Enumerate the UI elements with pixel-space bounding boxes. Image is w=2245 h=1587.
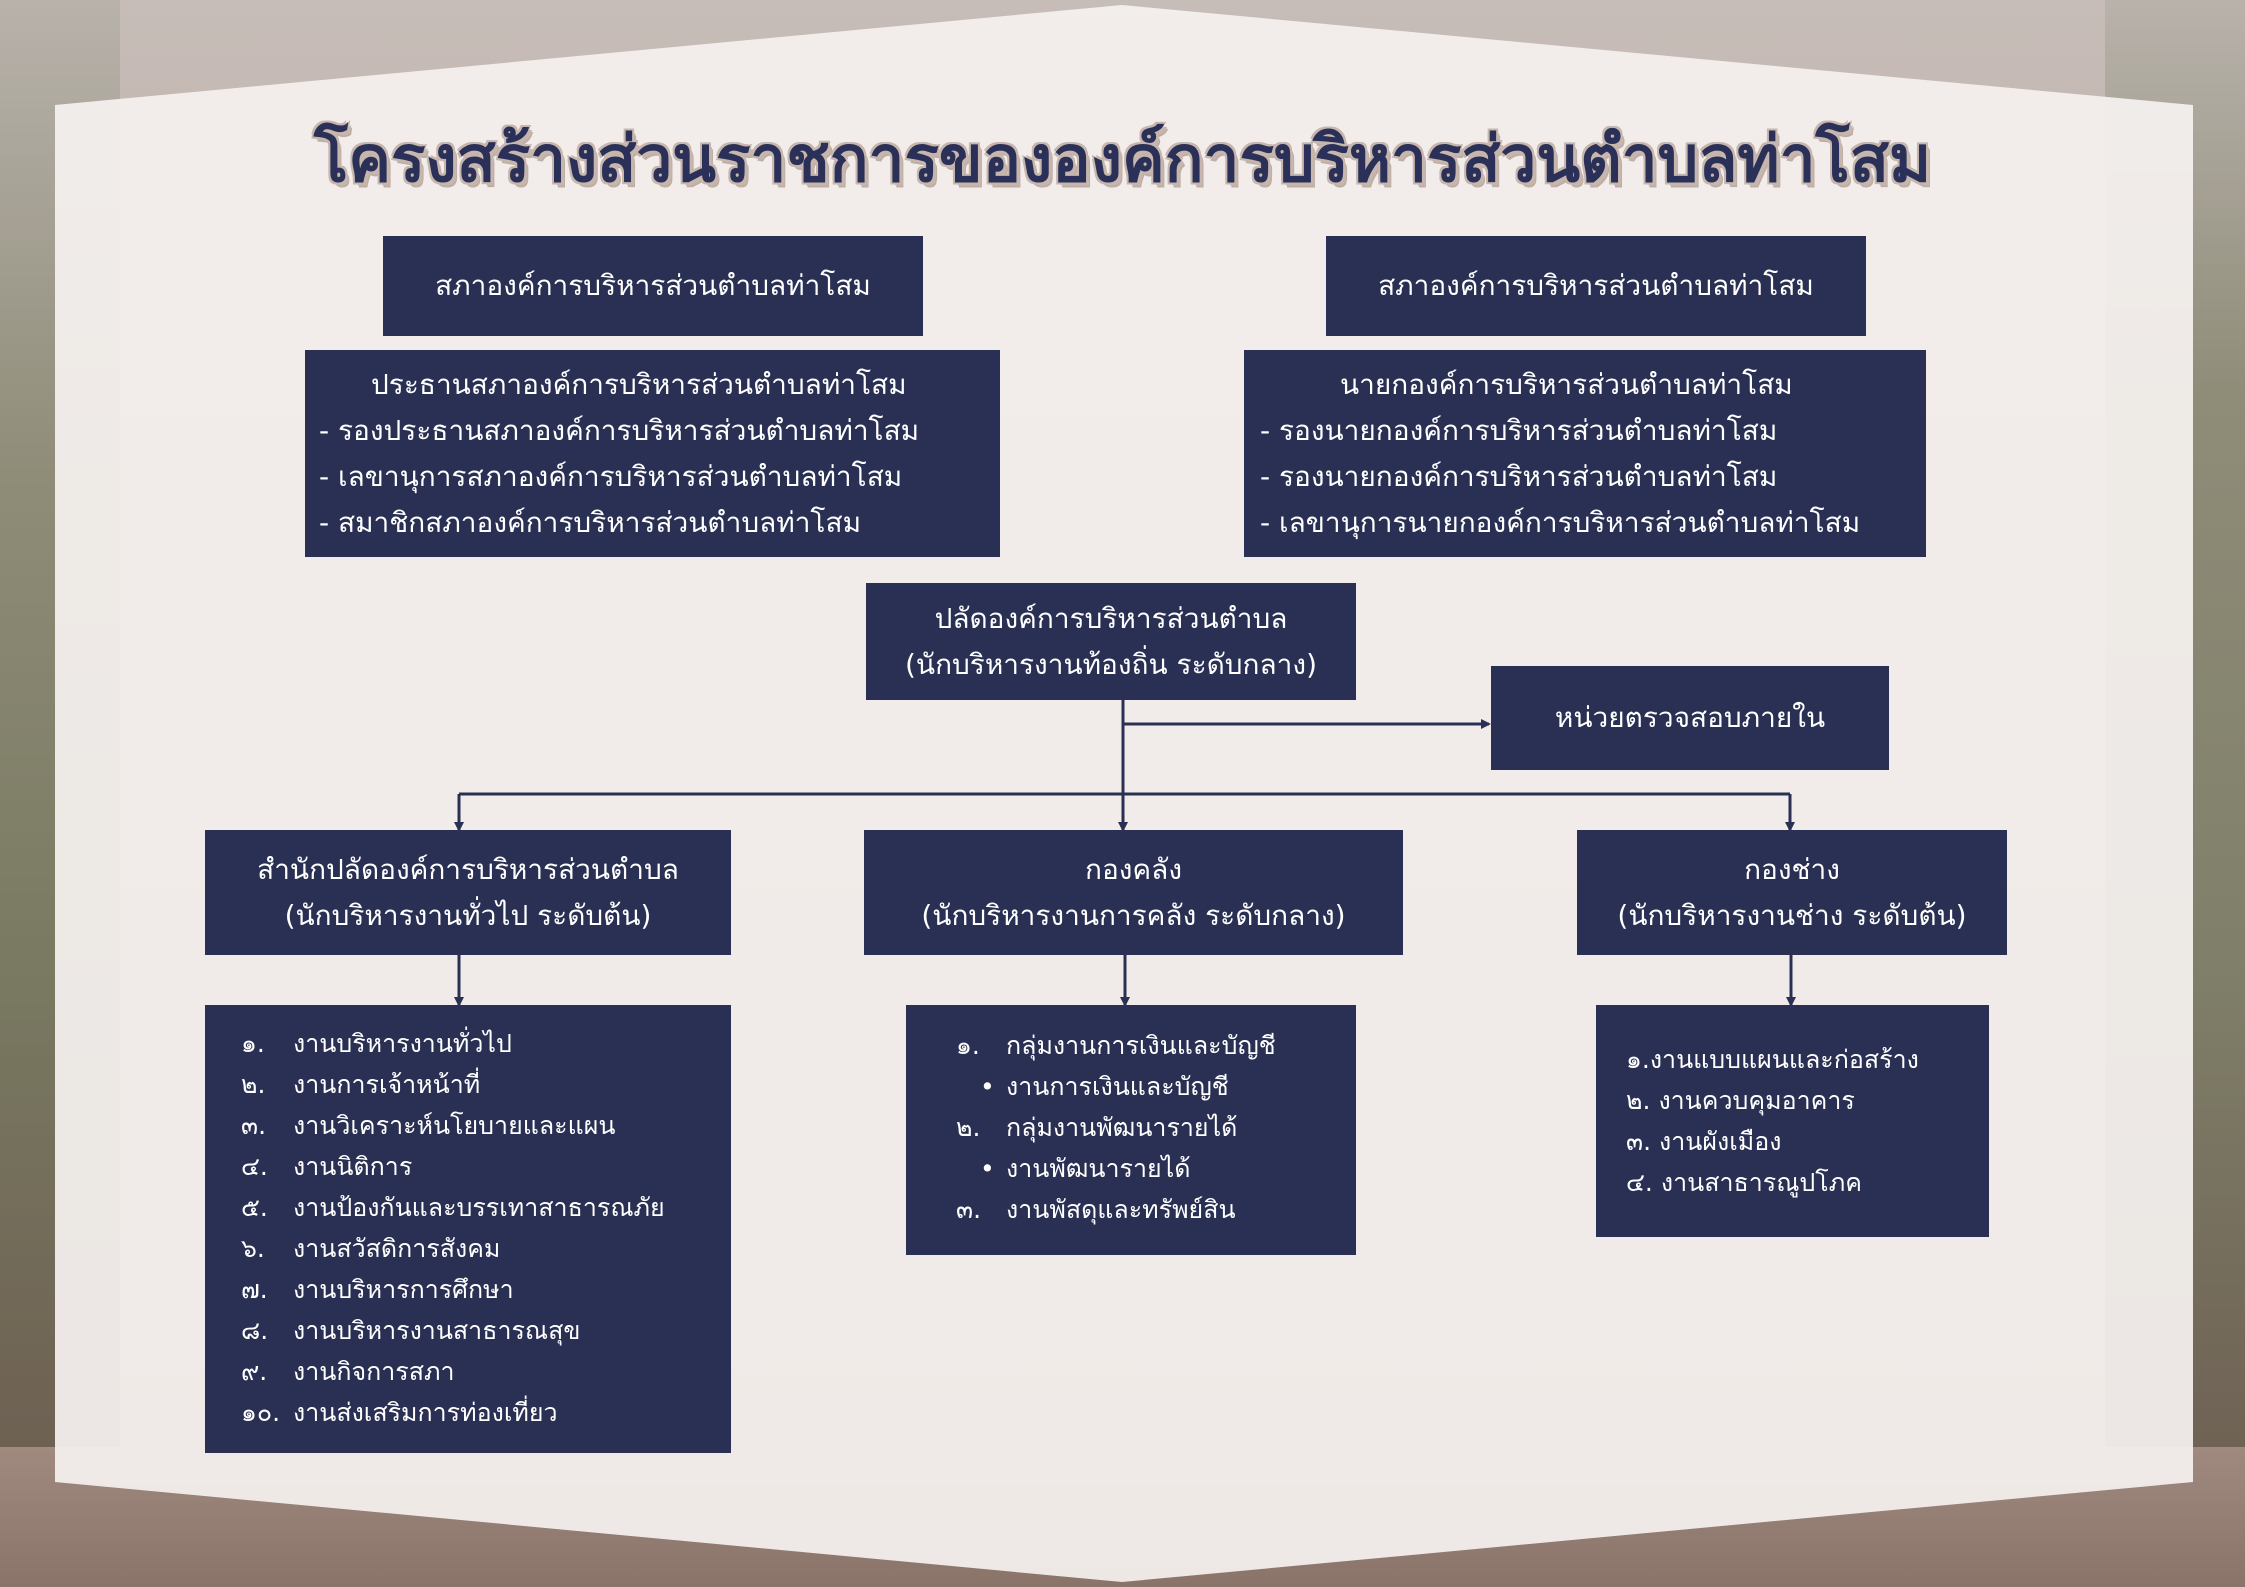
list-item: ๕.งานป้องกันและบรรเทาสาธารณภัย <box>241 1193 665 1222</box>
department-engineering-name: กองช่าง <box>1744 852 1840 886</box>
council-header-box: สภาองค์การบริหารส่วนตำบลท่าโสม <box>383 236 923 336</box>
page-title: โครงสร้างส่วนราชการขององค์การบริหารส่วนต… <box>313 123 1932 197</box>
executive-member-secretary: - เลขานุการนายกองค์การบริหารส่วนตำบลท่าโ… <box>1260 506 1861 539</box>
list-item: •งานการเงินและบัญชี <box>980 1072 1229 1101</box>
list-item: ๓.งานพัสดุและทรัพย์สิน <box>956 1195 1236 1224</box>
executive-header-label: สภาองค์การบริหารส่วนตำบลท่าโสม <box>1378 269 1814 302</box>
council-member-members: - สมาชิกสภาองค์การบริหารส่วนตำบลท่าโสม <box>319 506 862 539</box>
list-item: ๒.กลุ่มงานพัฒนารายได้ <box>956 1113 1238 1142</box>
department-finance-box: กองคลัง (นักบริหารงานการคลัง ระดับกลาง) <box>864 830 1403 955</box>
chief-title: ปลัดองค์การบริหารส่วนตำบล <box>934 601 1288 635</box>
list-item: ๒.งานการเจ้าหน้าที่ <box>241 1070 481 1099</box>
internal-audit-box: หน่วยตรวจสอบภายใน <box>1491 666 1889 770</box>
list-item: ๖.งานสวัสดิการสังคม <box>241 1234 501 1263</box>
list-item: •งานพัฒนารายได้ <box>980 1154 1191 1183</box>
department-finance-role: (นักบริหารงานการคลัง ระดับกลาง) <box>921 898 1346 932</box>
office-task-list: ๑.งานบริหารงานทั่วไป ๒.งานการเจ้าหน้าที่… <box>205 1005 731 1453</box>
chief-administrator-box: ปลัดองค์การบริหารส่วนตำบล (นักบริหารงานท… <box>866 583 1356 700</box>
executive-members-box: นายกองค์การบริหารส่วนตำบลท่าโสม - รองนาย… <box>1244 350 1926 557</box>
engineering-task-list: ๑.งานแบบแผนและก่อสร้าง ๒.งานควบคุมอาคาร … <box>1596 1005 1989 1237</box>
list-item: ๑.งานแบบแผนและก่อสร้าง <box>1626 1045 1919 1074</box>
department-office-box: สำนักปลัดองค์การบริหารส่วนตำบล (นักบริหา… <box>205 830 731 955</box>
list-item: ๑.งานบริหารงานทั่วไป <box>241 1029 512 1058</box>
executive-member-deputy-1: - รองนายกองค์การบริหารส่วนตำบลท่าโสม <box>1260 414 1778 447</box>
list-item: ๒.งานควบคุมอาคาร <box>1626 1086 1855 1115</box>
council-member-vice-chair: - รองประธานสภาองค์การบริหารส่วนตำบลท่าโส… <box>319 414 920 447</box>
list-item: ๔.งานสาธารณูปโภค <box>1626 1168 1862 1197</box>
list-item: ๔.งานนิติการ <box>241 1152 413 1181</box>
list-item: ๑.กลุ่มงานการเงินและบัญชี <box>956 1031 1276 1060</box>
council-members-box: ประธานสภาองค์การบริหารส่วนตำบลท่าโสม - ร… <box>305 350 1000 557</box>
council-member-chair: ประธานสภาองค์การบริหารส่วนตำบลท่าโสม <box>371 368 907 401</box>
list-item: ๓.งานวิเคราะห์นโยบายและแผน <box>241 1111 616 1140</box>
executive-header-box: สภาองค์การบริหารส่วนตำบลท่าโสม <box>1326 236 1866 336</box>
internal-audit-label: หน่วยตรวจสอบภายใน <box>1554 701 1826 734</box>
list-item: ๗.งานบริหารการศึกษา <box>241 1275 514 1304</box>
list-item: ๑๐.งานส่งเสริมการท่องเที่ยว <box>241 1398 558 1427</box>
finance-task-list: ๑.กลุ่มงานการเงินและบัญชี •งานการเงินและ… <box>906 1005 1356 1255</box>
list-item: ๘.งานบริหารงานสาธารณสุข <box>241 1316 581 1345</box>
department-engineering-role: (นักบริหารงานช่าง ระดับต้น) <box>1617 898 1967 932</box>
council-member-secretary: - เลขานุการสภาองค์การบริหารส่วนตำบลท่าโส… <box>319 460 903 493</box>
executive-member-mayor: นายกองค์การบริหารส่วนตำบลท่าโสม <box>1340 368 1793 401</box>
department-office-role: (นักบริหารงานทั่วไป ระดับต้น) <box>284 898 652 932</box>
department-office-name: สำนักปลัดองค์การบริหารส่วนตำบล <box>257 852 679 886</box>
chief-level: (นักบริหารงานท้องถิ่น ระดับกลาง) <box>905 647 1317 681</box>
department-finance-name: กองคลัง <box>1084 852 1182 886</box>
list-item: ๓.งานผังเมือง <box>1626 1127 1782 1156</box>
list-item: ๙.งานกิจการสภา <box>241 1357 455 1386</box>
council-header-label: สภาองค์การบริหารส่วนตำบลท่าโสม <box>435 269 871 302</box>
department-engineering-box: กองช่าง (นักบริหารงานช่าง ระดับต้น) <box>1577 830 2007 955</box>
executive-member-deputy-2: - รองนายกองค์การบริหารส่วนตำบลท่าโสม <box>1260 460 1778 493</box>
